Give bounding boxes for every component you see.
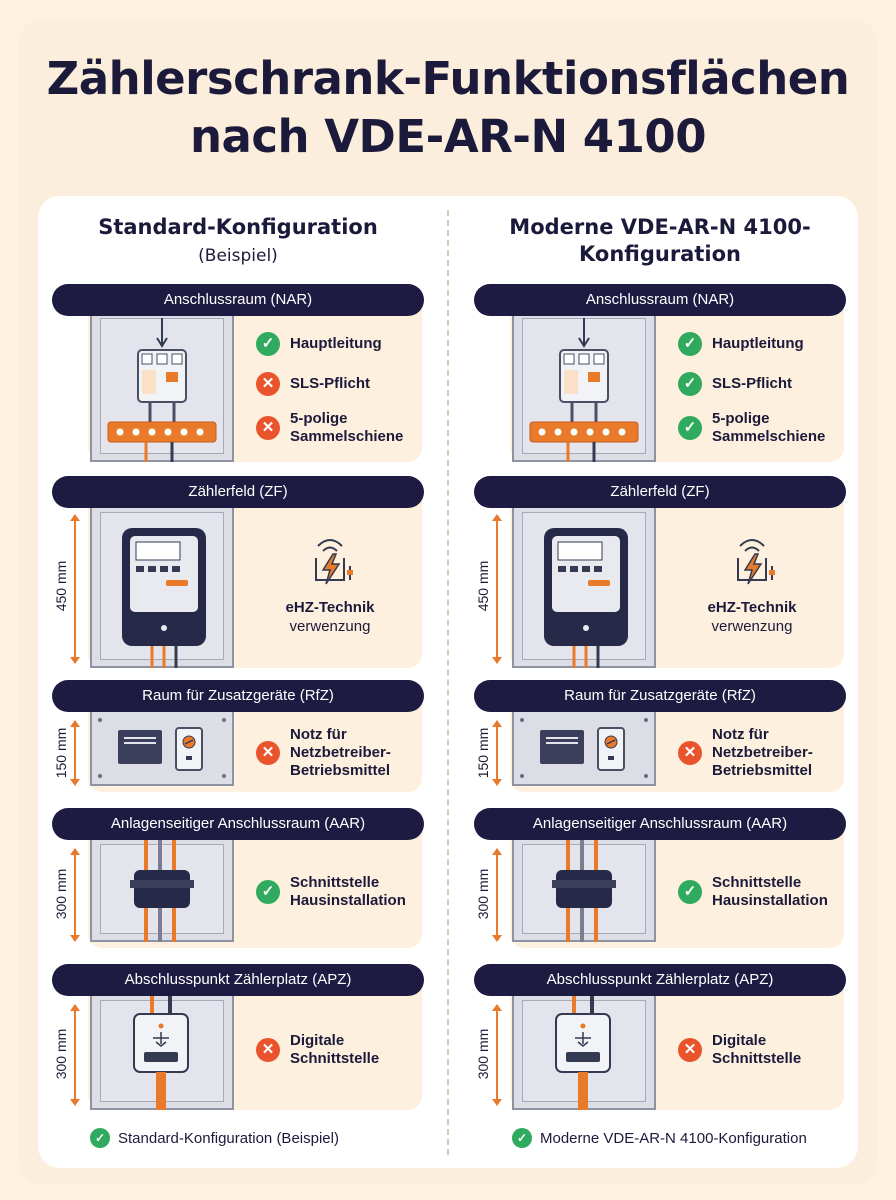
status-text: 5-polige Sammelschiene — [290, 410, 404, 445]
meter-icon — [122, 528, 206, 668]
dimension-label: 300 mm — [53, 1028, 69, 1080]
check-icon: ✓ — [678, 332, 702, 356]
rfz-devices-icon — [520, 718, 648, 778]
dimension-label: 300 mm — [475, 868, 491, 920]
meter-icon — [544, 528, 628, 668]
check-icon: ✓ — [678, 880, 702, 904]
status-sammelschiene: ✕ 5-polige Sammelschiene — [256, 410, 416, 446]
ehz-title: eHZ-Technik — [707, 599, 797, 616]
status-text: Hauptleitung — [712, 335, 804, 352]
ehz-title: eHZ-Technik — [285, 599, 375, 616]
dimension-label: 300 mm — [475, 1028, 491, 1080]
dimension-line — [492, 1004, 502, 1106]
status-text: Notz für Netzbetreiber-Betriebsmittel — [712, 726, 813, 779]
page-title: Zählerschrank-Funktionsflächen nach VDE-… — [0, 50, 896, 166]
legend-item: ✓ Standard-Konfiguration (Beispiel) — [90, 1128, 339, 1148]
dimension-line — [492, 720, 502, 786]
dimension-line — [70, 720, 80, 786]
status-netzbetreiber: ✕ Notz für Netzbetreiber-Betriebsmittel — [256, 726, 416, 780]
column-subtitle: Konfiguration — [579, 242, 741, 266]
breaker-busbar-icon — [529, 318, 639, 462]
check-icon: ✓ — [256, 880, 280, 904]
dimension-line — [70, 848, 80, 942]
legend-text: Moderne VDE-AR-N 4100-Konfiguration — [540, 1129, 807, 1147]
dimension-line — [70, 1004, 80, 1106]
check-icon: ✓ — [512, 1128, 532, 1148]
column-title: Moderne VDE-AR-N 4100- Konfiguration — [474, 214, 846, 268]
ehz-subtitle: verwenzung — [711, 618, 793, 635]
title-line-2: nach VDE-AR-N 4100 — [189, 110, 707, 163]
status-sls: ✓ SLS-Pflicht — [678, 372, 792, 396]
check-icon: ✓ — [256, 332, 280, 356]
dimension-label: 450 mm — [475, 560, 491, 612]
status-hausinstallation: ✓ Schnittstelle Hausinstallation — [678, 874, 838, 910]
section-bar-apz: Abschlusspunkt Zählerplatz (APZ) — [52, 964, 424, 996]
section-bar-zf: Zählerfeld (ZF) — [52, 476, 424, 508]
cross-icon: ✕ — [678, 741, 702, 765]
status-text: 5-polige Sammelschiene — [712, 410, 826, 445]
status-sls: ✕ SLS-Pflicht — [256, 372, 370, 396]
lightning-wireless-icon — [737, 539, 775, 585]
legend-text: Standard-Konfiguration (Beispiel) — [118, 1129, 339, 1147]
section-bar-nar: Anschlussraum (NAR) — [52, 284, 424, 316]
title-line-1: Zählerschrank-Funktionsflächen — [46, 52, 850, 105]
status-text: Digitale Schnittstelle — [712, 1032, 802, 1067]
status-text: Digitale Schnittstelle — [290, 1032, 380, 1067]
usb-interface-icon — [555, 994, 611, 1110]
status-netzbetreiber: ✕ Notz für Netzbetreiber-Betriebsmittel — [678, 726, 838, 780]
column-title-text: Standard-Konfiguration — [98, 215, 378, 239]
ehz-subtitle: verwenzung — [289, 618, 371, 635]
section-bar-nar: Anschlussraum (NAR) — [474, 284, 846, 316]
dimension-line — [492, 848, 502, 942]
terminal-block-icon — [130, 838, 194, 942]
dimension-line — [492, 514, 502, 664]
lightning-wireless-icon — [315, 539, 353, 585]
check-icon: ✓ — [678, 372, 702, 396]
section-bar-apz: Abschlusspunkt Zählerplatz (APZ) — [474, 964, 846, 996]
cross-icon: ✕ — [256, 416, 280, 440]
ehz-label: eHZ-Technik verwenzung — [688, 598, 816, 636]
status-sammelschiene: ✓ 5-polige Sammelschiene — [678, 410, 838, 446]
breaker-busbar-icon — [107, 318, 217, 462]
check-icon: ✓ — [678, 416, 702, 440]
status-text: Notz für Netzbetreiber-Betriebsmittel — [290, 726, 391, 779]
column-title: Standard-Konfiguration (Beispiel) — [52, 214, 424, 270]
section-bar-rfz: Raum für Zusatzgeräte (RfZ) — [474, 680, 846, 712]
section-bar-rfz: Raum für Zusatzgeräte (RfZ) — [52, 680, 424, 712]
status-text: SLS-Pflicht — [290, 375, 371, 392]
dimension-label: 150 mm — [53, 727, 69, 779]
status-hausinstallation: ✓ Schnittstelle Hausinstallation — [256, 874, 416, 910]
status-digitale-schnittstelle: ✕ Digitale Schnittstelle — [256, 1032, 416, 1068]
section-bar-aar: Anlagenseitiger Anschlussraum (AAR) — [52, 808, 424, 840]
column-divider — [447, 210, 449, 1155]
column-title-text: Moderne VDE-AR-N 4100- — [509, 215, 811, 239]
status-text: Schnittstelle Hausinstallation — [712, 874, 828, 909]
rfz-devices-icon — [98, 718, 226, 778]
terminal-block-icon — [552, 838, 616, 942]
cross-icon: ✕ — [678, 1038, 702, 1062]
cross-icon: ✕ — [256, 1038, 280, 1062]
dimension-label: 450 mm — [53, 560, 69, 612]
usb-interface-icon — [133, 994, 189, 1110]
cross-icon: ✕ — [256, 741, 280, 765]
section-bar-aar: Anlagenseitiger Anschlussraum (AAR) — [474, 808, 846, 840]
status-hauptleitung: ✓ Hauptleitung — [256, 332, 382, 356]
status-text: SLS-Pflicht — [712, 375, 793, 392]
dimension-label: 150 mm — [475, 727, 491, 779]
column-subtitle: (Beispiel) — [198, 246, 278, 266]
section-bar-zf: Zählerfeld (ZF) — [474, 476, 846, 508]
dimension-line — [70, 514, 80, 664]
cross-icon: ✕ — [256, 372, 280, 396]
status-text: Schnittstelle Hausinstallation — [290, 874, 406, 909]
status-digitale-schnittstelle: ✕ Digitale Schnittstelle — [678, 1032, 838, 1068]
dimension-label: 300 mm — [53, 868, 69, 920]
status-hauptleitung: ✓ Hauptleitung — [678, 332, 804, 356]
check-icon: ✓ — [90, 1128, 110, 1148]
legend-item: ✓ Moderne VDE-AR-N 4100-Konfiguration — [512, 1128, 807, 1148]
ehz-label: eHZ-Technik verwenzung — [266, 598, 394, 636]
status-text: Hauptleitung — [290, 335, 382, 352]
